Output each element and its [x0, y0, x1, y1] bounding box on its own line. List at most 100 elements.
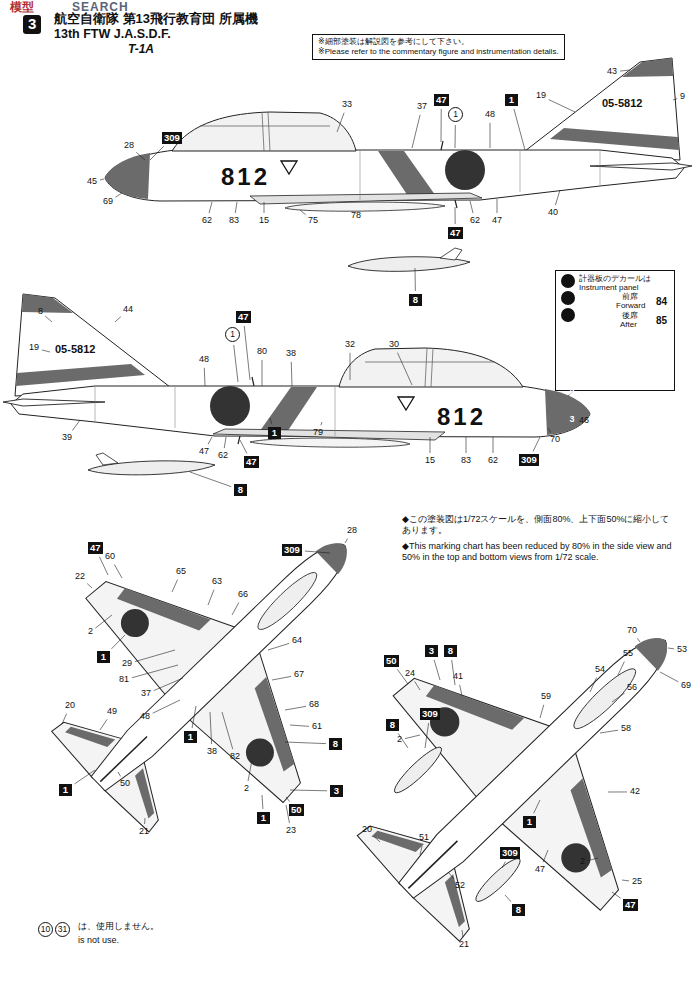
node-text: 3 — [334, 785, 339, 796]
leader-line — [244, 326, 250, 380]
leader-line — [415, 681, 420, 690]
node-text: 1 — [63, 784, 68, 795]
node-text: 50 — [386, 655, 397, 666]
leader-line — [608, 791, 627, 792]
leader-line — [462, 930, 464, 937]
callout-number: 32 — [345, 340, 355, 350]
leader-line — [321, 422, 322, 425]
node-text: 3 — [569, 415, 574, 424]
node-text: Forward — [616, 302, 645, 311]
callout-number: 42 — [630, 787, 640, 797]
leader-line — [505, 895, 511, 902]
sheet-subtitle: T-1A — [128, 43, 154, 56]
watermark: SEARCH — [72, 1, 129, 14]
leader-line — [543, 850, 548, 862]
paint-code-box: 8 — [444, 645, 457, 657]
paint-code-box: 8 — [386, 719, 399, 731]
node-text: 309 — [521, 454, 537, 465]
callout-number: 23 — [286, 826, 296, 836]
callout-number: 37 — [141, 689, 151, 699]
callout-number: 19 — [536, 91, 546, 101]
leader-line — [588, 858, 598, 861]
callout-number: 51 — [419, 833, 429, 843]
node-text: ※細部塗装は解説図を参考にして下さい。 — [318, 37, 559, 47]
leader-line — [235, 202, 237, 213]
decal-circle: 10 — [38, 922, 53, 937]
note-text: ◆This marking chart has been reduced by … — [402, 541, 674, 564]
callout-number: 39 — [62, 433, 72, 443]
paint-code-box: 309 — [500, 847, 520, 859]
leader-line — [549, 100, 575, 112]
node-text: 前席 — [622, 293, 638, 302]
callout-number: 61 — [312, 722, 322, 732]
paint-code-box: 47 — [448, 227, 463, 239]
leader-line — [240, 440, 247, 453]
node-text: 309 — [422, 708, 438, 719]
leader-line — [415, 268, 416, 291]
callout-number: 2 — [397, 735, 402, 745]
callout-number: 9 — [680, 92, 685, 102]
callout-number: 83 — [461, 456, 471, 466]
callout-number: 28 — [124, 141, 134, 151]
leader-line — [45, 316, 52, 322]
paint-code-box: 1 — [257, 812, 270, 824]
leader-line — [612, 693, 625, 702]
callout-number: 2 — [88, 627, 93, 637]
leader-line — [262, 795, 264, 809]
callout-number: 38 — [286, 349, 296, 359]
callout-number: 46 — [579, 416, 589, 426]
leader-line — [412, 115, 420, 148]
node-text: 47 — [436, 94, 447, 105]
sheet-title: 航空自衛隊 第13飛行教育団 所属機 — [54, 12, 258, 26]
node-text: 1 — [509, 94, 514, 105]
leader-line — [448, 872, 454, 879]
step-badge: 3 — [23, 15, 41, 34]
leader-line — [144, 818, 145, 824]
paint-code-box: 50 — [289, 804, 304, 816]
node-text: 後席 — [622, 312, 638, 321]
node-text: 8 — [390, 719, 395, 730]
callout-number: 2 — [244, 784, 249, 794]
node-text: 84 — [656, 296, 667, 307]
paint-code-box: 1 — [59, 784, 72, 796]
leader-line — [548, 428, 551, 432]
leader-line — [502, 862, 505, 868]
aircraft-marking: 05-5812 — [602, 97, 642, 109]
callout-number: 53 — [677, 645, 687, 655]
leader-line — [441, 109, 442, 142]
leader-line — [190, 472, 231, 487]
leader-line — [618, 662, 624, 675]
leader-line — [136, 152, 145, 160]
leader-line — [420, 846, 422, 855]
leader-line — [272, 676, 291, 680]
node-text: 計器板のデカールは — [579, 275, 651, 284]
callout-number: 54 — [595, 665, 605, 675]
callout-number: 62 — [202, 216, 212, 226]
leader-line — [455, 207, 456, 224]
leader-line — [270, 418, 272, 424]
node-text: 1 — [230, 330, 235, 339]
callout-number: 55 — [623, 649, 633, 659]
callout-number: 33 — [342, 100, 352, 110]
leader-line — [555, 190, 560, 205]
callout-number: 67 — [294, 670, 304, 680]
callout-number: 20 — [362, 825, 372, 835]
leader-line — [534, 800, 540, 813]
node-text: 309 — [284, 544, 300, 555]
panel-decal-circle: 3 — [561, 308, 575, 322]
leader-line — [153, 700, 180, 713]
leader-line — [470, 201, 473, 213]
node-text: 8 — [448, 645, 453, 656]
paint-code-box: 47 — [88, 542, 103, 554]
leader-line — [135, 650, 175, 662]
callout-number: 44 — [123, 305, 133, 315]
node-text: 1 — [569, 361, 574, 370]
leader-line — [460, 685, 462, 696]
node-text: 50 — [291, 804, 302, 815]
leader-line — [208, 590, 214, 605]
leader-line — [100, 179, 104, 180]
leader-line — [600, 730, 618, 733]
callout-number: 62 — [218, 451, 228, 461]
callout-number: 83 — [229, 216, 239, 226]
paint-code-box: 47 — [434, 94, 449, 106]
